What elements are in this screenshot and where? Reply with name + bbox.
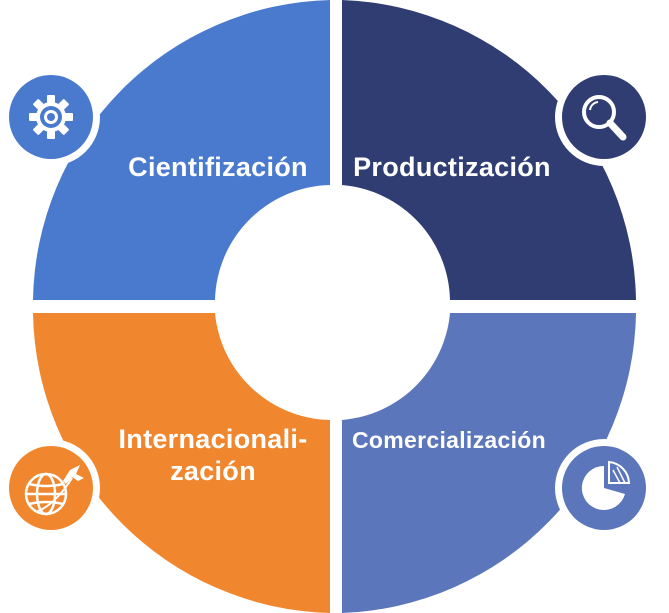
globe-airplane-icon	[24, 465, 84, 516]
segment-productizacion	[342, 0, 636, 300]
label-comercializacion: Comercialización	[352, 427, 546, 453]
label-internacionalizacion-line1: Internacionali-	[118, 424, 307, 454]
gear-icon	[29, 95, 73, 139]
badge-internacionalizacion	[2, 439, 100, 537]
label-internacionalizacion-line2: zación	[170, 456, 256, 486]
segment-internacionalizacion	[33, 313, 330, 613]
badge-comercializacion	[555, 439, 653, 537]
label-productizacion: Productización	[353, 152, 551, 182]
segment-comercializacion	[342, 313, 636, 613]
magnifier-icon	[582, 95, 627, 141]
badge-productizacion	[555, 68, 653, 166]
pie-chart-icon	[581, 460, 631, 510]
label-cientifizacion: Cientifización	[128, 152, 308, 182]
segment-cientifizacion	[33, 0, 330, 300]
badge-cientifizacion	[2, 68, 100, 166]
